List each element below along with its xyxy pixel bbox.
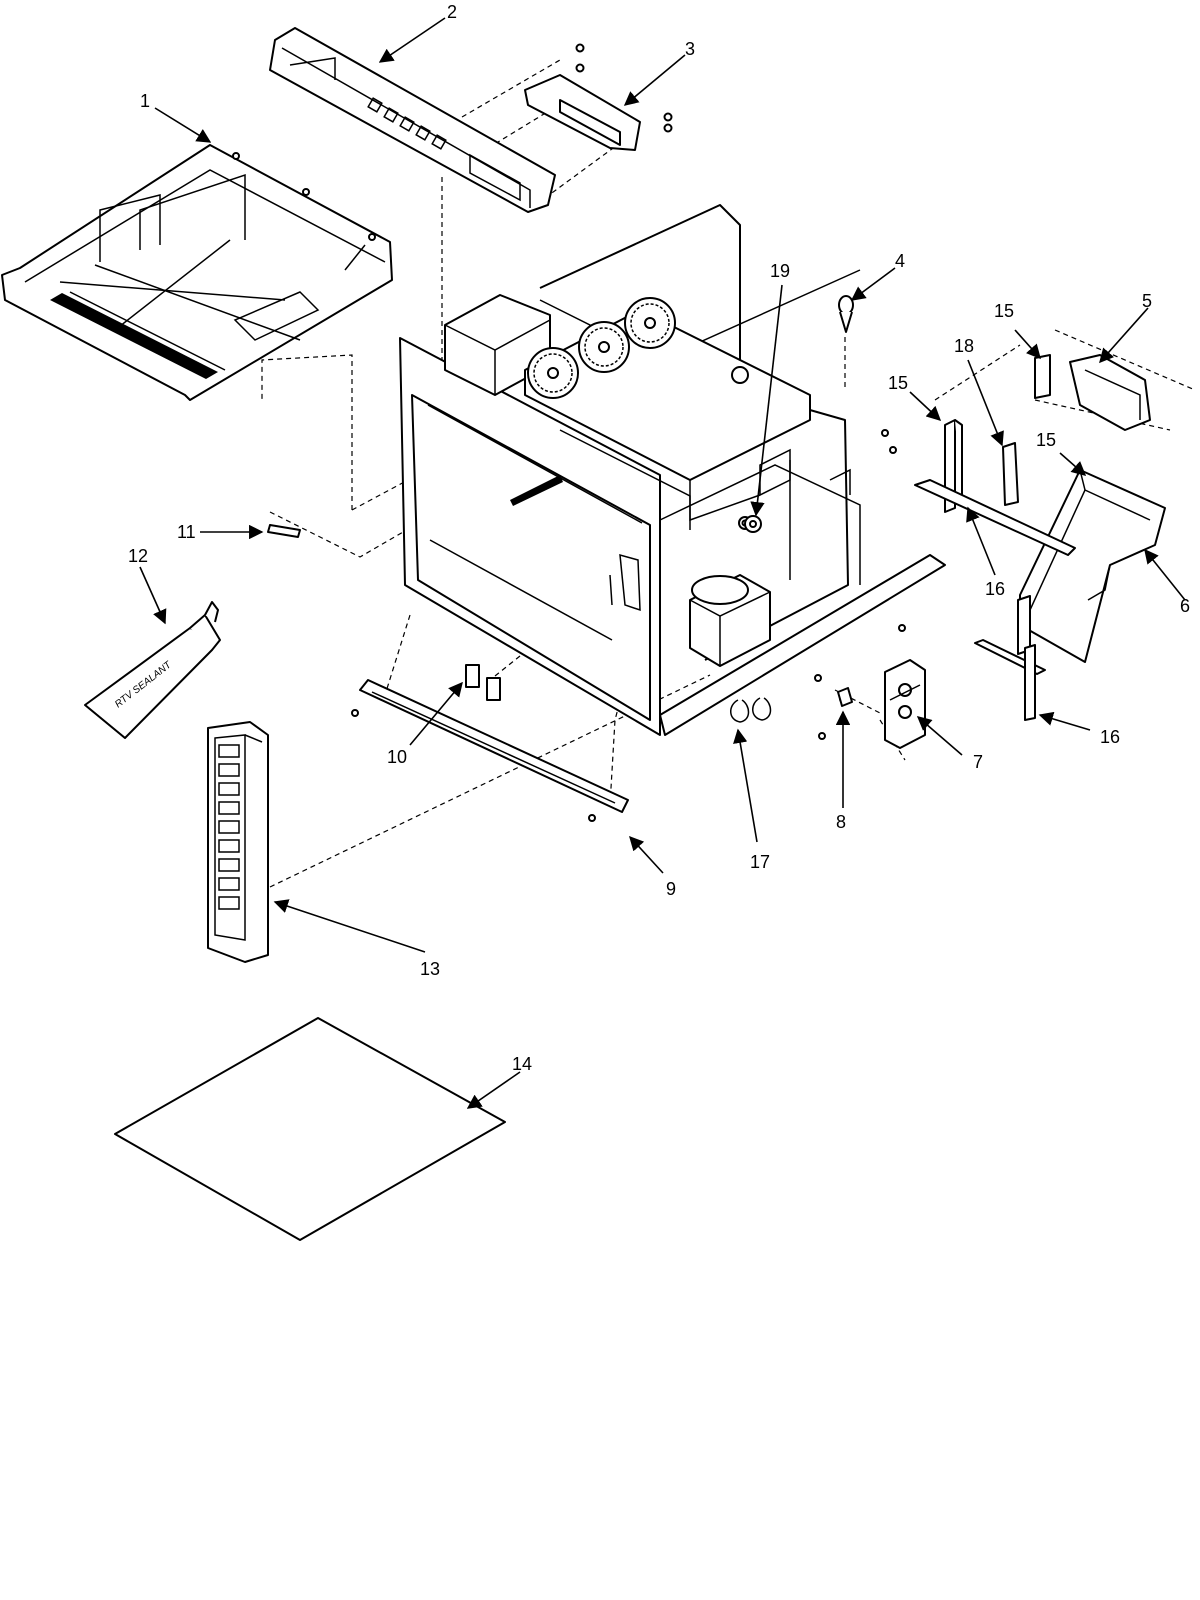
callout-1: 1 xyxy=(140,91,150,111)
magnetron xyxy=(689,574,771,667)
part-10-pads xyxy=(465,664,501,701)
callout-15b: 15 xyxy=(888,373,908,393)
part-1-top-vent-grille xyxy=(1,144,393,401)
part-16-rail-a xyxy=(914,479,1076,556)
part-6-air-guide xyxy=(1019,469,1166,663)
part-16-rail-b xyxy=(974,639,1046,721)
callout-13: 13 xyxy=(420,959,440,979)
part-5-duct xyxy=(1034,354,1151,431)
callout-14: 14 xyxy=(512,1054,532,1074)
callout-8: 8 xyxy=(836,812,846,832)
vent-slots xyxy=(50,291,226,379)
callout-7: 7 xyxy=(973,752,983,772)
callout-18: 18 xyxy=(954,336,974,356)
callout-4: 4 xyxy=(895,251,905,271)
part-4-clip xyxy=(838,295,854,333)
callout-12: 12 xyxy=(128,546,148,566)
callout-15c: 15 xyxy=(1036,430,1056,450)
part-12-sealant-tube: RTV SEALANT xyxy=(84,601,221,739)
gears xyxy=(527,297,676,399)
main-oven-cabinet xyxy=(399,204,946,740)
callout-3: 3 xyxy=(685,39,695,59)
callout-5: 5 xyxy=(1142,291,1152,311)
part-17-wire-ties xyxy=(730,697,772,723)
keypad-keys xyxy=(218,744,240,910)
callout-2: 2 xyxy=(447,2,457,22)
part-7-terminal-block xyxy=(884,659,926,749)
callout-16a: 16 xyxy=(985,579,1005,599)
panel-buttons xyxy=(367,97,447,150)
callout-6: 6 xyxy=(1180,596,1190,616)
part-11-strip xyxy=(267,524,301,538)
part-13-keypad xyxy=(207,721,269,963)
callout-19: 19 xyxy=(770,261,790,281)
part-19-grommet xyxy=(744,515,762,533)
callout-10: 10 xyxy=(387,747,407,767)
callout-16b: 16 xyxy=(1100,727,1120,747)
part-14-sheet xyxy=(114,1017,506,1241)
part-8-switch xyxy=(837,687,853,707)
part-15-bracket-b xyxy=(1017,595,1031,655)
callout-labels: 1 2 3 4 5 6 7 8 9 10 11 12 13 14 15 15 1… xyxy=(128,2,1190,1074)
callout-15a: 15 xyxy=(994,301,1014,321)
callout-leaders xyxy=(139,17,1186,1109)
callout-17: 17 xyxy=(750,852,770,872)
callout-11: 11 xyxy=(177,522,196,542)
part-3-bracket xyxy=(524,43,673,151)
callout-9: 9 xyxy=(666,879,676,899)
part-2-control-panel-strip xyxy=(269,27,556,213)
part-9-bottom-trim xyxy=(351,679,629,822)
part-18-bracket xyxy=(1002,442,1019,506)
